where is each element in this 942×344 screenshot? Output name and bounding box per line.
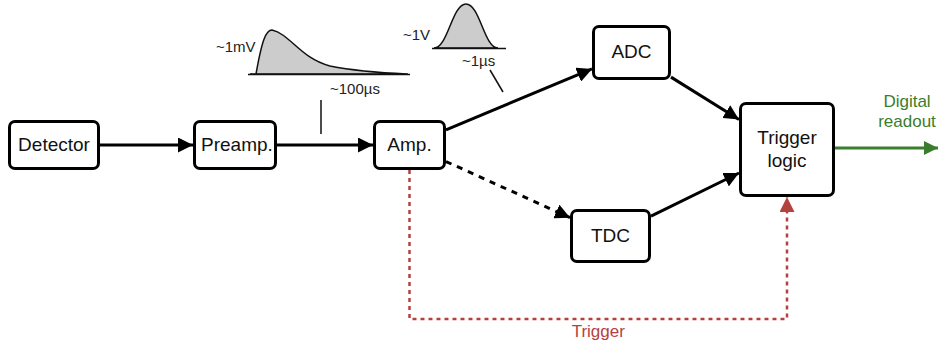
signal-arrow	[651, 173, 739, 216]
output-arrow	[834, 147, 938, 150]
preamp-pulse	[250, 30, 408, 74]
signal-arrow	[100, 144, 193, 147]
baseline	[432, 48, 506, 50]
box-label: Amp.	[387, 134, 431, 157]
process-box: Amp.	[373, 120, 446, 170]
edge-label: Trigger	[572, 322, 625, 342]
process-box: Preamp.	[193, 120, 277, 170]
box-label: TDC	[591, 225, 630, 248]
pulse-annotation: ~1µs	[462, 52, 495, 69]
pulse-annotation: ~1V	[403, 26, 430, 43]
process-box: ADC	[592, 25, 671, 80]
box-label: Detector	[18, 134, 90, 157]
trigger-line	[410, 170, 788, 319]
logic-box: Trigger logic	[739, 102, 835, 197]
output-label: Digital readout	[874, 92, 940, 131]
amp-pulse	[434, 4, 498, 48]
baseline	[248, 74, 410, 76]
leader-line	[320, 100, 322, 134]
leader-line	[490, 70, 503, 92]
signal-arrow	[446, 162, 570, 218]
pulse-annotation: ~1mV	[216, 38, 256, 55]
signal-arrow	[277, 144, 373, 147]
pulse-annotation: ~100µs	[330, 80, 380, 97]
box-label: Preamp.	[201, 134, 269, 157]
signal-arrow	[446, 69, 592, 130]
box-label: ADC	[611, 41, 651, 64]
process-box: TDC	[570, 209, 651, 263]
signal-arrow	[671, 77, 739, 119]
process-box: Detector	[8, 120, 100, 170]
box-label: Trigger logic	[747, 127, 827, 173]
